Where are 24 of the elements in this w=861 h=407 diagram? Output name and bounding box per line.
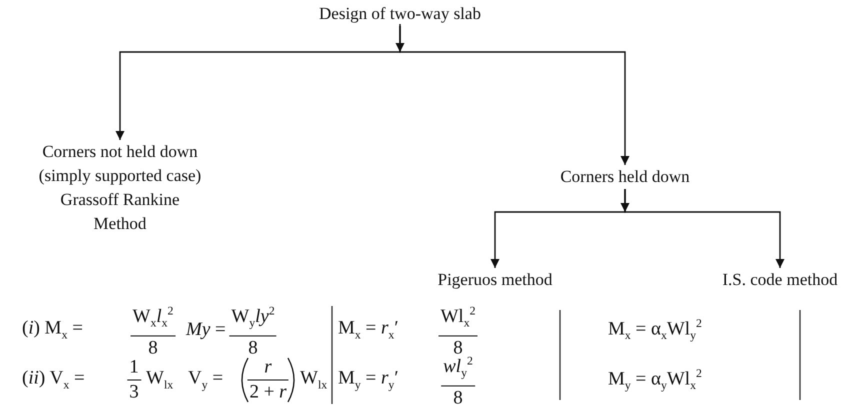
- denominator: 8: [247, 338, 259, 360]
- arrow: [624, 189, 784, 268]
- arrow: [399, 26, 630, 165]
- formula-text: M$_{x}$ = r$_{x}$′: [338, 318, 398, 342]
- branch-label: Corners not held down (simply supported case) Grassoff Rankine Method: [32, 140, 208, 236]
- denominator: 8: [452, 388, 464, 407]
- denominator: 2 + r: [248, 382, 288, 404]
- formula-text: W$_{lx}$: [146, 368, 174, 392]
- formula-text: (i) M$_{x}$ =: [22, 318, 83, 342]
- denominator: 8: [147, 338, 159, 360]
- branch-label: Pigeruos method: [415, 268, 575, 292]
- branch-label: Design of two-way slab: [290, 2, 510, 26]
- numerator: 1: [128, 356, 140, 378]
- formula-text: V$_{y}$ =: [188, 368, 224, 392]
- formula-text: W$_{lx}$: [300, 368, 328, 392]
- numerator: W$_{y}$ly$^{2}$: [230, 303, 276, 332]
- formula-text: My =: [186, 319, 226, 341]
- branch-label: I.S. code method: [700, 268, 860, 292]
- formula-text: M$_{y}$ = r$_{y}$′: [338, 368, 398, 392]
- denominator: 8: [453, 338, 464, 359]
- numerator: r: [263, 356, 273, 378]
- formula-text: (ii) V$_{x}$ =: [22, 368, 85, 392]
- branch-label: Corners held down: [525, 165, 725, 189]
- denominator: 3: [128, 382, 140, 404]
